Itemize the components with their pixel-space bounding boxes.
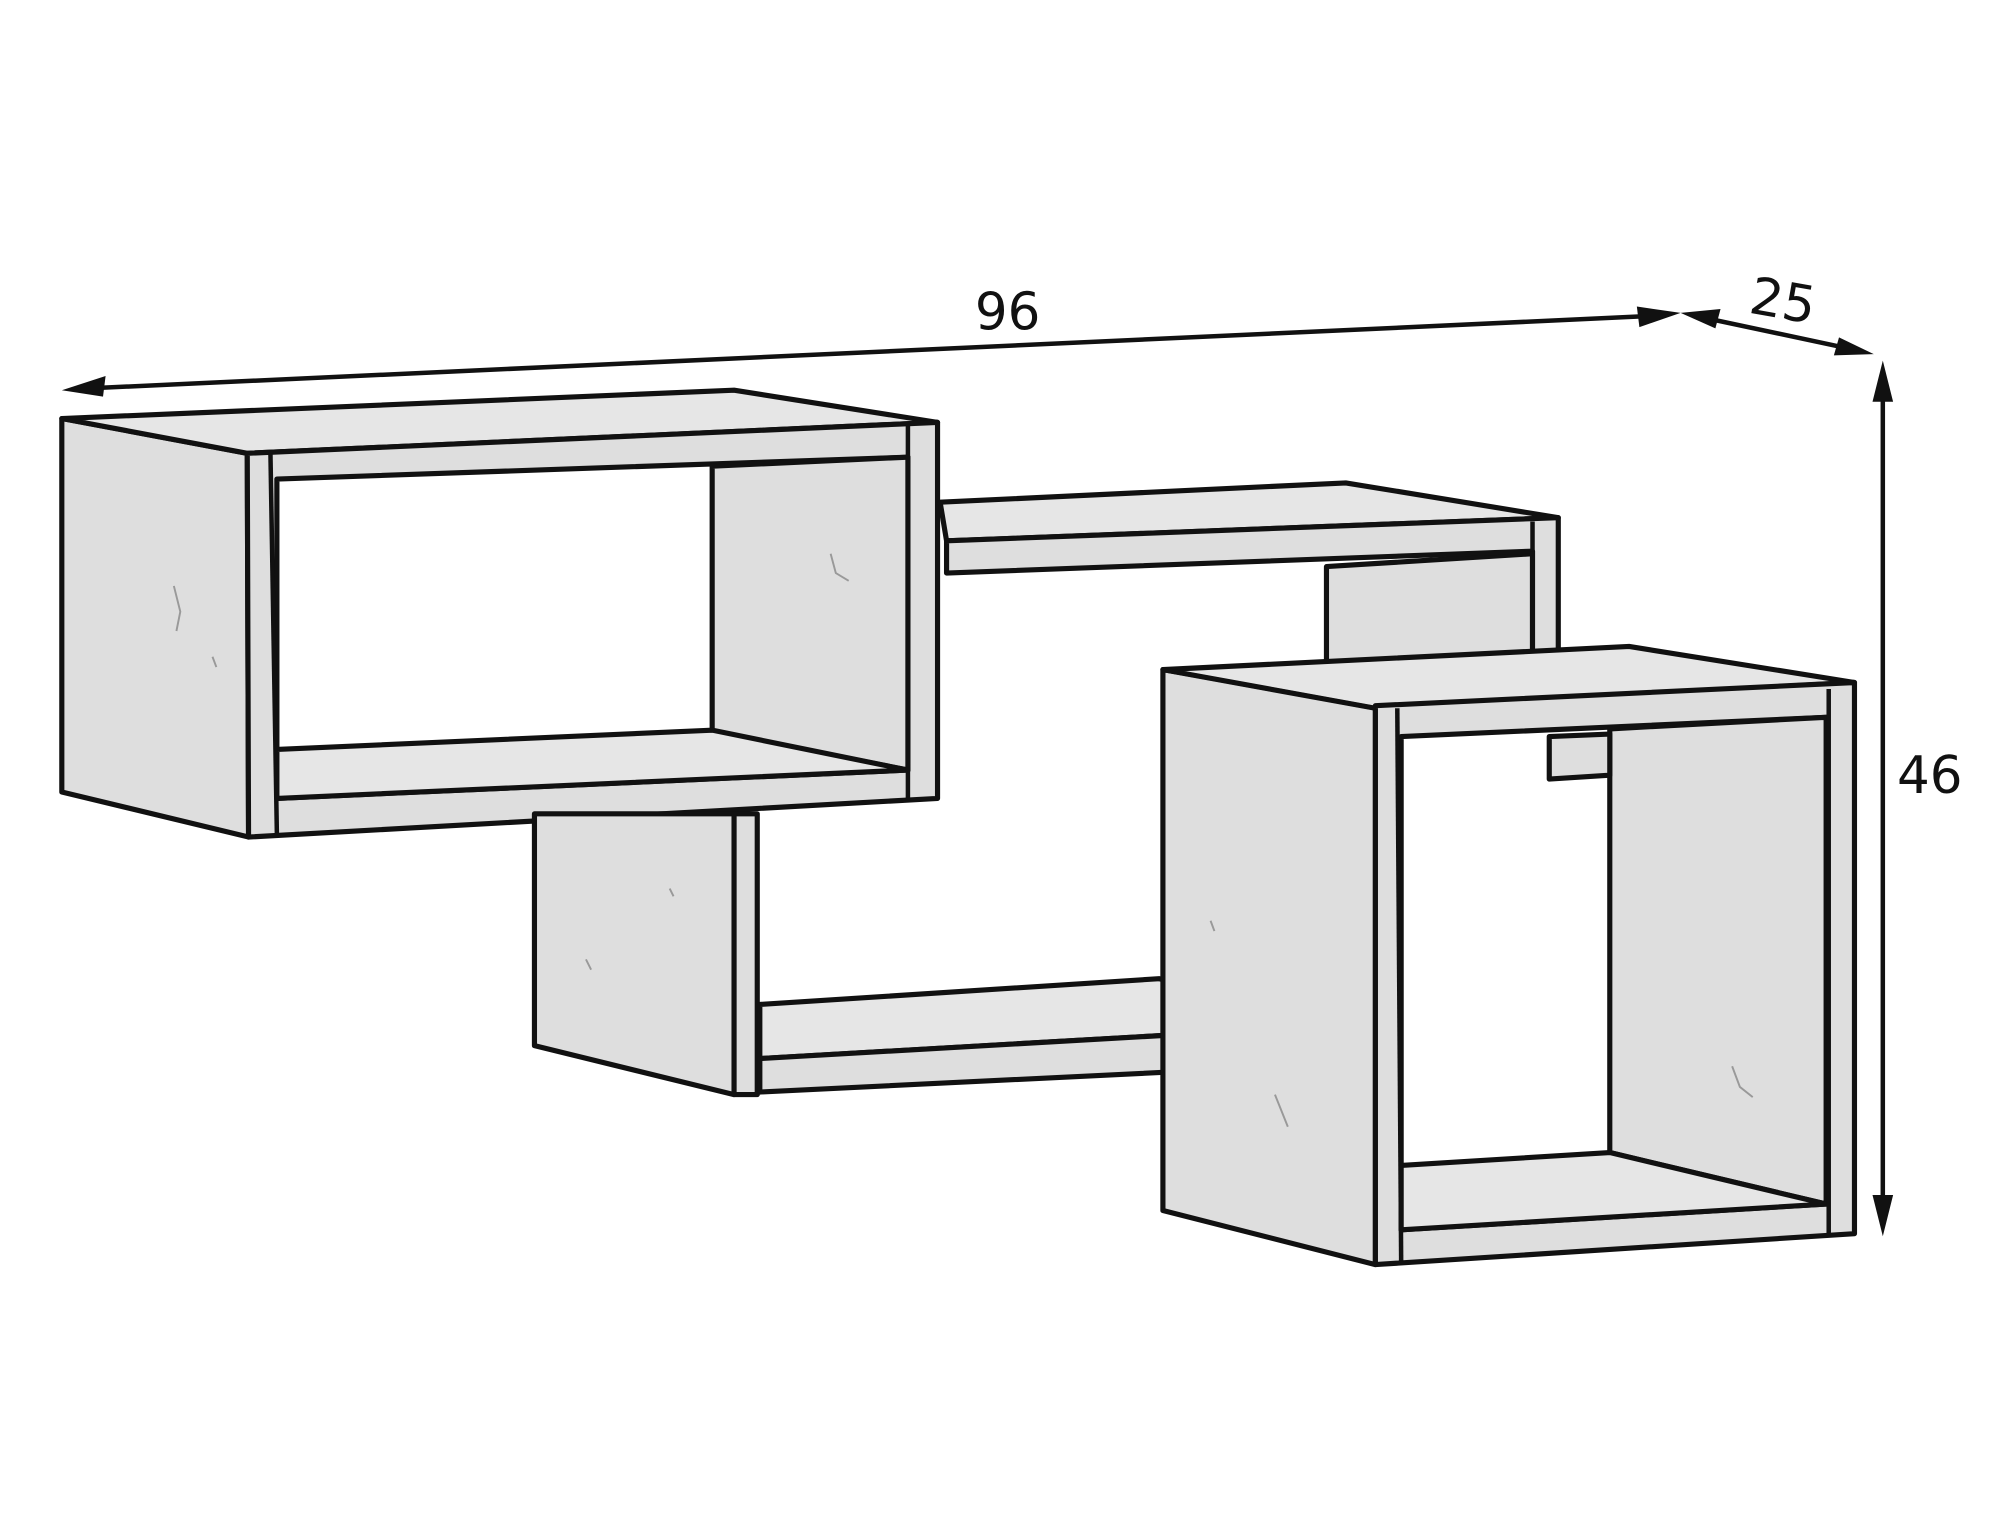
right-box <box>1160 643 1858 1268</box>
height-dimension: 46 <box>1872 360 1963 1237</box>
arrow-right-icon <box>1833 337 1874 356</box>
width-dimension: 96 <box>61 283 1681 397</box>
depth-dimension: 25 <box>1680 266 1874 356</box>
arrow-up-icon <box>1872 360 1894 402</box>
arrow-left-icon <box>1680 309 1721 329</box>
arrow-left-icon <box>61 376 106 397</box>
arrow-down-icon <box>1872 1195 1894 1237</box>
height-label: 46 <box>1897 746 1963 806</box>
arrow-right-icon <box>1636 306 1681 328</box>
depth-label: 25 <box>1745 266 1820 336</box>
left-box <box>59 387 941 840</box>
width-label: 96 <box>975 283 1041 343</box>
depth-dimension-line <box>1693 313 1858 353</box>
width-dimension-line <box>77 313 1662 392</box>
